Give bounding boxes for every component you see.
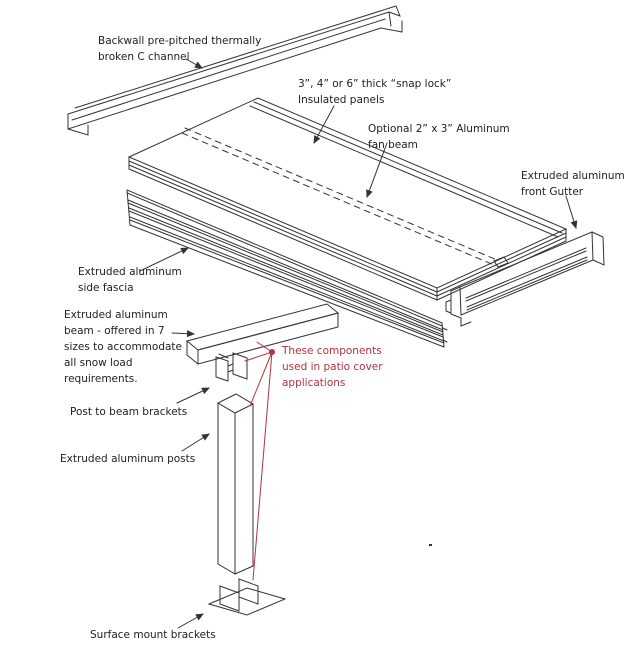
insulated-panel-drawing <box>127 97 568 301</box>
label-surface-mount-brackets: Surface mount brackets <box>90 629 216 641</box>
label-beam: Extruded aluminum beam - offered in 7 si… <box>64 309 183 385</box>
side-fascia-drawing <box>126 189 448 348</box>
patio-callout-lines <box>244 341 275 581</box>
post-drawing <box>216 393 255 575</box>
backwall-arrow <box>185 58 203 69</box>
gutter-arrow <box>565 195 578 229</box>
label-patio-cover-note: These components used in patio cover app… <box>282 345 383 389</box>
panels-arrow <box>313 105 335 144</box>
post-bracket-arrow <box>176 387 210 404</box>
post-to-beam-bracket-drawing <box>215 352 248 382</box>
c-channel-drawing <box>67 5 403 136</box>
label-posts: Extruded aluminum posts <box>60 453 196 465</box>
beam-drawing <box>185 303 340 365</box>
label-side-fascia: Extruded aluminum side fascia <box>78 266 182 294</box>
surface-mount-bracket-drawing <box>207 578 287 616</box>
label-insulated-panels: 3”, 4” or 6” thick “snap lock” Insulated… <box>298 78 452 106</box>
label-front-gutter: Extruded aluminum front Gutter <box>521 170 625 198</box>
label-backwall-c-channel: Backwall pre-pitched thermally broken C … <box>98 35 262 63</box>
front-gutter-drawing <box>445 231 605 327</box>
leader-arrows <box>139 58 578 629</box>
posts-arrow <box>181 433 210 452</box>
stray-dot <box>429 544 432 546</box>
beam-arrow <box>171 330 195 338</box>
label-fan-beam: Optional 2” x 3” Aluminum fan beam <box>368 123 510 151</box>
label-post-to-beam-brackets: Post to beam brackets <box>70 406 188 418</box>
fan-beam-arrow <box>366 142 388 198</box>
panel-clip-detail <box>493 256 509 268</box>
fascia-arrow <box>139 247 189 272</box>
fan-beam-dashed-lines <box>181 127 498 266</box>
surface-bracket-arrow <box>177 613 204 629</box>
